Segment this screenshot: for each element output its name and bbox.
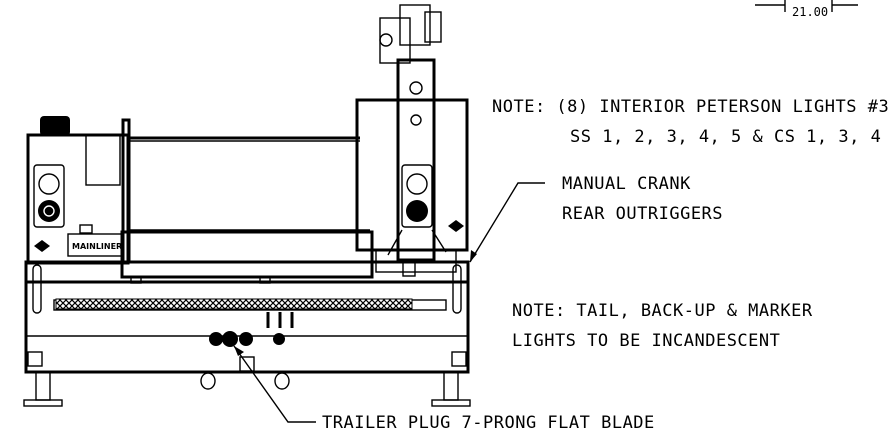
callout-manual-crank-line1: MANUAL CRANK	[562, 174, 691, 194]
note-tail-lights-line1: NOTE: TAIL, BACK-UP & MARKER	[512, 301, 813, 321]
lower-frame	[24, 260, 470, 390]
center-body	[120, 118, 374, 284]
right-cabinet	[355, 98, 469, 277]
note-tail-lights-line2: LIGHTS TO BE INCANDESCENT	[512, 331, 780, 351]
dimension-marker: 21.00	[755, 0, 858, 19]
callout-trailer-plug: TRAILER PLUG 7-PRONG FLAT BLADE	[322, 413, 655, 433]
brand-label: MAINLINER	[72, 242, 122, 251]
callout-manual-crank-line2: REAR OUTRIGGERS	[562, 204, 723, 224]
leader-lines	[233, 182, 545, 423]
left-cabinet: MAINLINER	[26, 116, 130, 265]
support-legs	[23, 371, 471, 407]
note-interior-lights-line1: NOTE: (8) INTERIOR PETERSON LIGHTS #391	[492, 97, 888, 117]
light-tower	[379, 4, 447, 262]
dimension-value: 21.00	[792, 5, 828, 19]
note-interior-lights-line2: SS 1, 2, 3, 4, 5 & CS 1, 3, 4	[570, 127, 881, 147]
